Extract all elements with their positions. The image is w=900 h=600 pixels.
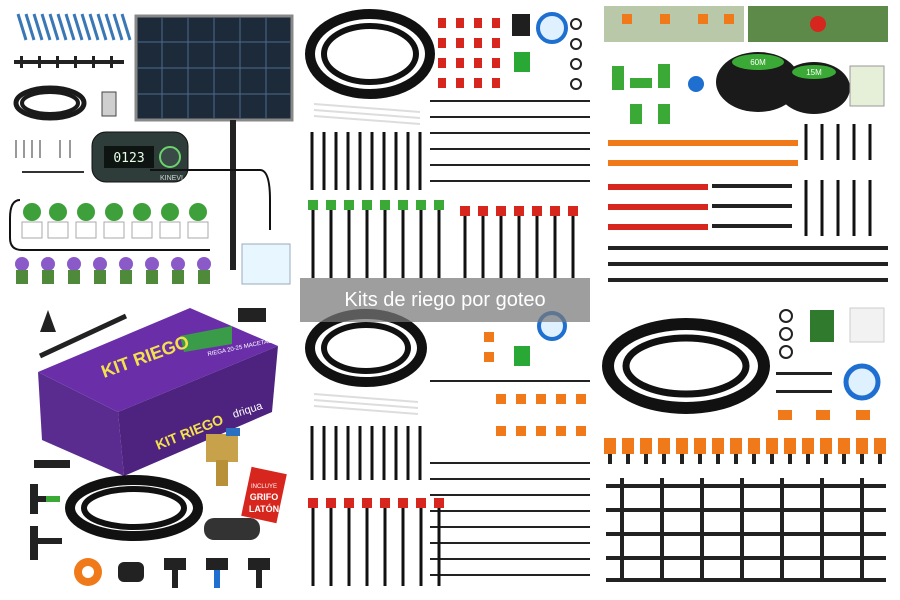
o-rings xyxy=(570,18,582,90)
instruction-card xyxy=(849,65,885,107)
brass-tap xyxy=(206,428,240,486)
adapter-green xyxy=(514,346,530,366)
timer-display: 0123 xyxy=(113,151,144,166)
hose-adapter xyxy=(204,518,260,540)
black-connectors xyxy=(608,184,888,282)
hose-coil-bottom xyxy=(305,309,427,387)
o-rings xyxy=(779,309,793,359)
caption-text: Kits de riego por goteo xyxy=(344,288,546,311)
connectors-grid-top xyxy=(430,100,590,182)
solar-panel xyxy=(134,14,294,270)
included-tap-tag: INCLUYE GRIFO LATÓN xyxy=(241,466,287,524)
drippers-bottom xyxy=(164,558,270,588)
green-stakes xyxy=(308,200,444,278)
tape-icon xyxy=(536,12,568,44)
connectors-grid-bottom xyxy=(430,380,590,576)
hose-coil-top xyxy=(305,9,435,99)
product-box: KIT RIEGO KIT RIEGO BALCONES | TERRAZAS … xyxy=(38,308,278,476)
hose-60m: 60M xyxy=(716,52,800,112)
tape-icon xyxy=(843,363,881,401)
stakes-row xyxy=(16,13,132,41)
elbow-connector xyxy=(238,308,266,322)
orange-dripper-kit-image[interactable] xyxy=(600,300,900,600)
hose-label-60m: 60M xyxy=(750,58,766,67)
hose-coil xyxy=(65,475,203,541)
connectors-row xyxy=(14,56,124,68)
misting-kit-image[interactable]: 60M 15M xyxy=(600,0,900,300)
tee-connectors-grid xyxy=(606,478,886,582)
orange-drippers xyxy=(484,332,586,436)
end-cap xyxy=(40,310,56,332)
solar-kit-image[interactable]: 0123 KINEVI xyxy=(0,0,300,300)
tap-adapter xyxy=(810,310,834,342)
plant-pots xyxy=(15,203,211,284)
water-timer: 0123 KINEVI xyxy=(91,131,189,183)
orange-drippers-top xyxy=(778,410,870,420)
hose-clamp xyxy=(849,307,885,343)
fittings-left xyxy=(30,460,70,560)
punch-tool xyxy=(38,313,128,359)
red-stakes-bottom xyxy=(308,498,444,586)
red-drippers xyxy=(608,184,708,230)
tag-line-2: GRIFO xyxy=(250,492,279,502)
small-connectors xyxy=(776,372,832,393)
adapter-green xyxy=(514,52,530,72)
lamp-icon xyxy=(101,91,117,117)
stakes-top xyxy=(310,132,422,190)
hose-coil xyxy=(13,85,87,121)
green-splitters xyxy=(612,64,670,124)
collage-caption[interactable]: Kits de riego por goteo xyxy=(300,278,590,322)
pins xyxy=(15,140,71,158)
hose-coil xyxy=(602,318,770,414)
stakes-bottom xyxy=(310,426,422,480)
hose-15m: 15M xyxy=(778,62,850,114)
red-stakes xyxy=(460,206,578,278)
water-container xyxy=(241,243,291,285)
adapter xyxy=(512,14,530,36)
timer-brand: KINEVI xyxy=(160,175,183,182)
cap xyxy=(118,562,144,582)
orange-drippers-row xyxy=(604,438,886,464)
hose-label-15m: 15M xyxy=(806,68,822,77)
zip-ties-bottom xyxy=(313,393,419,415)
tag-line-3: LATÓN xyxy=(249,503,279,514)
zip-ties xyxy=(313,103,421,125)
red-drippers xyxy=(438,18,500,88)
tag-line-1: INCLUYE xyxy=(251,484,277,490)
orange-drippers xyxy=(608,140,798,166)
stakes xyxy=(804,124,872,236)
kit-riego-box-image[interactable]: KIT RIEGO KIT RIEGO BALCONES | TERRAZAS … xyxy=(0,300,300,600)
